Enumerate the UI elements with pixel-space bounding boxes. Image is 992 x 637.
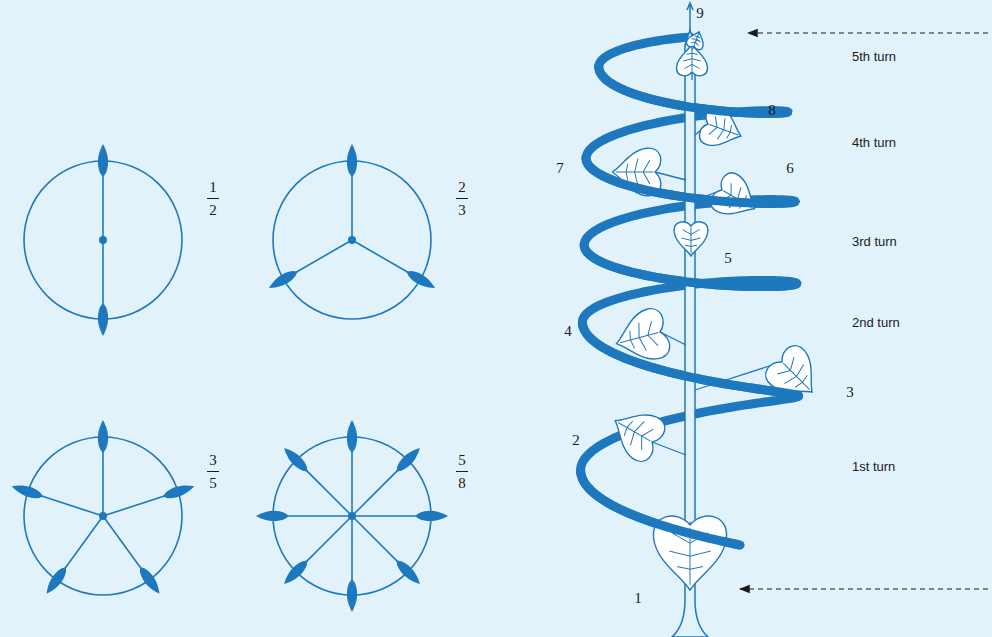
leaf-circle bbox=[256, 420, 448, 612]
leaf-symbol bbox=[256, 511, 289, 521]
leaf-symbol bbox=[393, 444, 424, 475]
circle-outline bbox=[273, 437, 431, 595]
leaf-symbol bbox=[404, 267, 438, 292]
dashed-arrow bbox=[740, 588, 988, 589]
fraction-numerator: 2 bbox=[458, 180, 466, 195]
plant-leaf bbox=[603, 400, 686, 466]
circle-outline bbox=[24, 161, 182, 319]
leaf-veins bbox=[690, 31, 704, 47]
leaf-veins bbox=[611, 411, 657, 453]
leaf-symbol bbox=[415, 511, 448, 521]
spiral-front bbox=[582, 322, 798, 396]
spiral-front bbox=[584, 245, 797, 287]
fraction-denominator: 3 bbox=[458, 203, 466, 218]
turn-label: 5th turn bbox=[852, 50, 896, 63]
fraction-numerator: 5 bbox=[458, 453, 466, 468]
leaf-blade bbox=[685, 29, 707, 51]
leaf-circle bbox=[24, 144, 182, 336]
turn-label: 4th turn bbox=[852, 136, 896, 149]
plant-leaf bbox=[695, 341, 829, 409]
fraction-bar bbox=[456, 471, 468, 472]
leaf-number: 1 bbox=[634, 591, 642, 606]
circle-outline bbox=[24, 437, 182, 595]
fraction-bars bbox=[207, 199, 468, 472]
leaf-symbol bbox=[161, 481, 196, 501]
leaf-number: 5 bbox=[724, 251, 732, 266]
leaf-number: 9 bbox=[696, 6, 704, 21]
plant-leaf bbox=[677, 45, 708, 81]
leaf-symbol bbox=[98, 303, 108, 336]
plant-stem-spiral bbox=[581, 3, 829, 637]
leaf-number: 2 bbox=[572, 433, 580, 448]
leaf-number: 8 bbox=[768, 103, 776, 118]
center-dot bbox=[348, 236, 356, 244]
leaf-symbol bbox=[347, 579, 357, 612]
leaf-symbol bbox=[347, 420, 357, 453]
leaf-circle bbox=[10, 420, 196, 597]
fraction-denominator: 5 bbox=[209, 476, 217, 491]
leaf-symbol bbox=[98, 144, 108, 177]
turn-label: 3rd turn bbox=[852, 235, 897, 248]
leaf-symbol bbox=[98, 420, 108, 453]
leaf-number: 3 bbox=[846, 385, 854, 400]
leaf-blade bbox=[677, 45, 708, 76]
spiral-front bbox=[586, 158, 795, 203]
leaf-blade bbox=[603, 400, 669, 466]
turn-label: 1st turn bbox=[852, 460, 895, 473]
leaf-symbol bbox=[280, 444, 311, 475]
leaf-symbol bbox=[347, 144, 357, 177]
spiral-front bbox=[599, 66, 788, 113]
center-dot bbox=[99, 236, 107, 244]
leaf-symbol bbox=[280, 557, 311, 588]
plant-leaf bbox=[685, 29, 707, 51]
leaf-symbol bbox=[10, 481, 45, 501]
fraction-bar bbox=[207, 471, 219, 472]
spiral-front bbox=[581, 470, 740, 545]
fraction-numerator: 3 bbox=[209, 453, 217, 468]
circle-outline bbox=[273, 161, 431, 319]
plant-leaf bbox=[674, 222, 708, 256]
fraction-denominator: 8 bbox=[458, 476, 466, 491]
leaf-blade bbox=[674, 222, 708, 256]
leaf-veins bbox=[616, 319, 662, 357]
center-dot bbox=[99, 512, 107, 520]
leaf-symbol bbox=[136, 564, 164, 597]
leaf-stalk bbox=[652, 442, 686, 455]
turn-label: 2nd turn bbox=[852, 316, 900, 329]
leaf-circle bbox=[266, 144, 437, 319]
dashed-arrow bbox=[748, 32, 988, 33]
leaf-symbol bbox=[393, 557, 424, 588]
fraction-bar bbox=[207, 198, 219, 199]
leaf-number: 6 bbox=[786, 161, 794, 176]
stem-tip bbox=[687, 3, 693, 31]
leaf-veins bbox=[683, 47, 701, 71]
fraction-numerator: 1 bbox=[209, 180, 217, 195]
leaf-number: 7 bbox=[556, 161, 564, 176]
leaf-number: 4 bbox=[564, 324, 572, 339]
leaf-veins bbox=[681, 227, 700, 253]
leaf-symbol bbox=[266, 267, 300, 292]
center-dot bbox=[348, 512, 356, 520]
leaf-symbol bbox=[42, 564, 70, 597]
fraction-denominator: 2 bbox=[209, 203, 217, 218]
leaf-arrangement-circles bbox=[10, 144, 448, 612]
leaf-veins bbox=[705, 114, 742, 146]
fraction-bar bbox=[456, 198, 468, 199]
